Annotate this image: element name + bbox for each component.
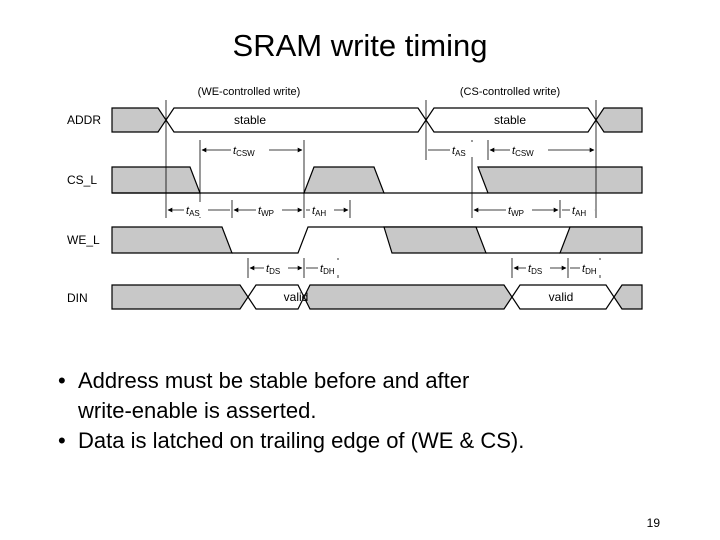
timing-label-bgs xyxy=(184,142,604,275)
bullet-text: Address must be stable before and after … xyxy=(78,368,470,423)
din-waveform xyxy=(111,284,643,310)
bullet-dot: • xyxy=(58,368,66,393)
signal-cs: CS_L xyxy=(67,173,97,187)
signal-din: DIN xyxy=(67,291,88,305)
addr-stable-1: stable xyxy=(234,113,266,127)
t-ds-label-1: tDS xyxy=(266,263,280,276)
bullet-item: • Data is latched on trailing edge of (W… xyxy=(58,426,524,456)
t-csw-label-2: tCSW xyxy=(512,145,534,158)
addr-stable-2: stable xyxy=(494,113,526,127)
din-valid-1: valid xyxy=(284,290,309,304)
t-csw-label-1: tCSW xyxy=(233,145,255,158)
t-ah-label-1: tAH xyxy=(312,205,326,218)
t-as-label-cs: tAS xyxy=(452,145,466,158)
t-dh-label-1: tDH xyxy=(320,263,335,276)
bullet-list: • Address must be stable before and afte… xyxy=(58,366,524,456)
page-number: 19 xyxy=(646,516,660,530)
we-waveform xyxy=(111,226,643,254)
t-ah-label-2: tAH xyxy=(572,205,586,218)
t-wp-label-2: tWP xyxy=(508,205,524,218)
t-as-label-we: tAS xyxy=(186,205,200,218)
cs-waveform xyxy=(111,166,643,194)
t-ds-label-2: tDS xyxy=(528,263,542,276)
signal-addr: ADDR xyxy=(67,113,101,127)
signal-we: WE_L xyxy=(67,233,100,247)
bullet-dot: • xyxy=(58,428,66,453)
t-dh-label-2: tDH xyxy=(582,263,597,276)
slide-title: SRAM write timing xyxy=(232,28,488,63)
cs-controlled-label: (CS-controlled write) xyxy=(460,86,560,98)
t-wp-label-1: tWP xyxy=(258,205,274,218)
we-controlled-label: (WE-controlled write) xyxy=(198,86,301,98)
bullet-text: Data is latched on trailing edge of (WE … xyxy=(78,428,525,453)
bullet-item: • Address must be stable before and afte… xyxy=(58,366,524,426)
reference-lines xyxy=(165,100,601,278)
addr-waveform xyxy=(111,107,643,133)
din-valid-2: valid xyxy=(549,290,574,304)
timing-diagram: (WE-controlled write) (CS-controlled wri… xyxy=(67,86,643,310)
